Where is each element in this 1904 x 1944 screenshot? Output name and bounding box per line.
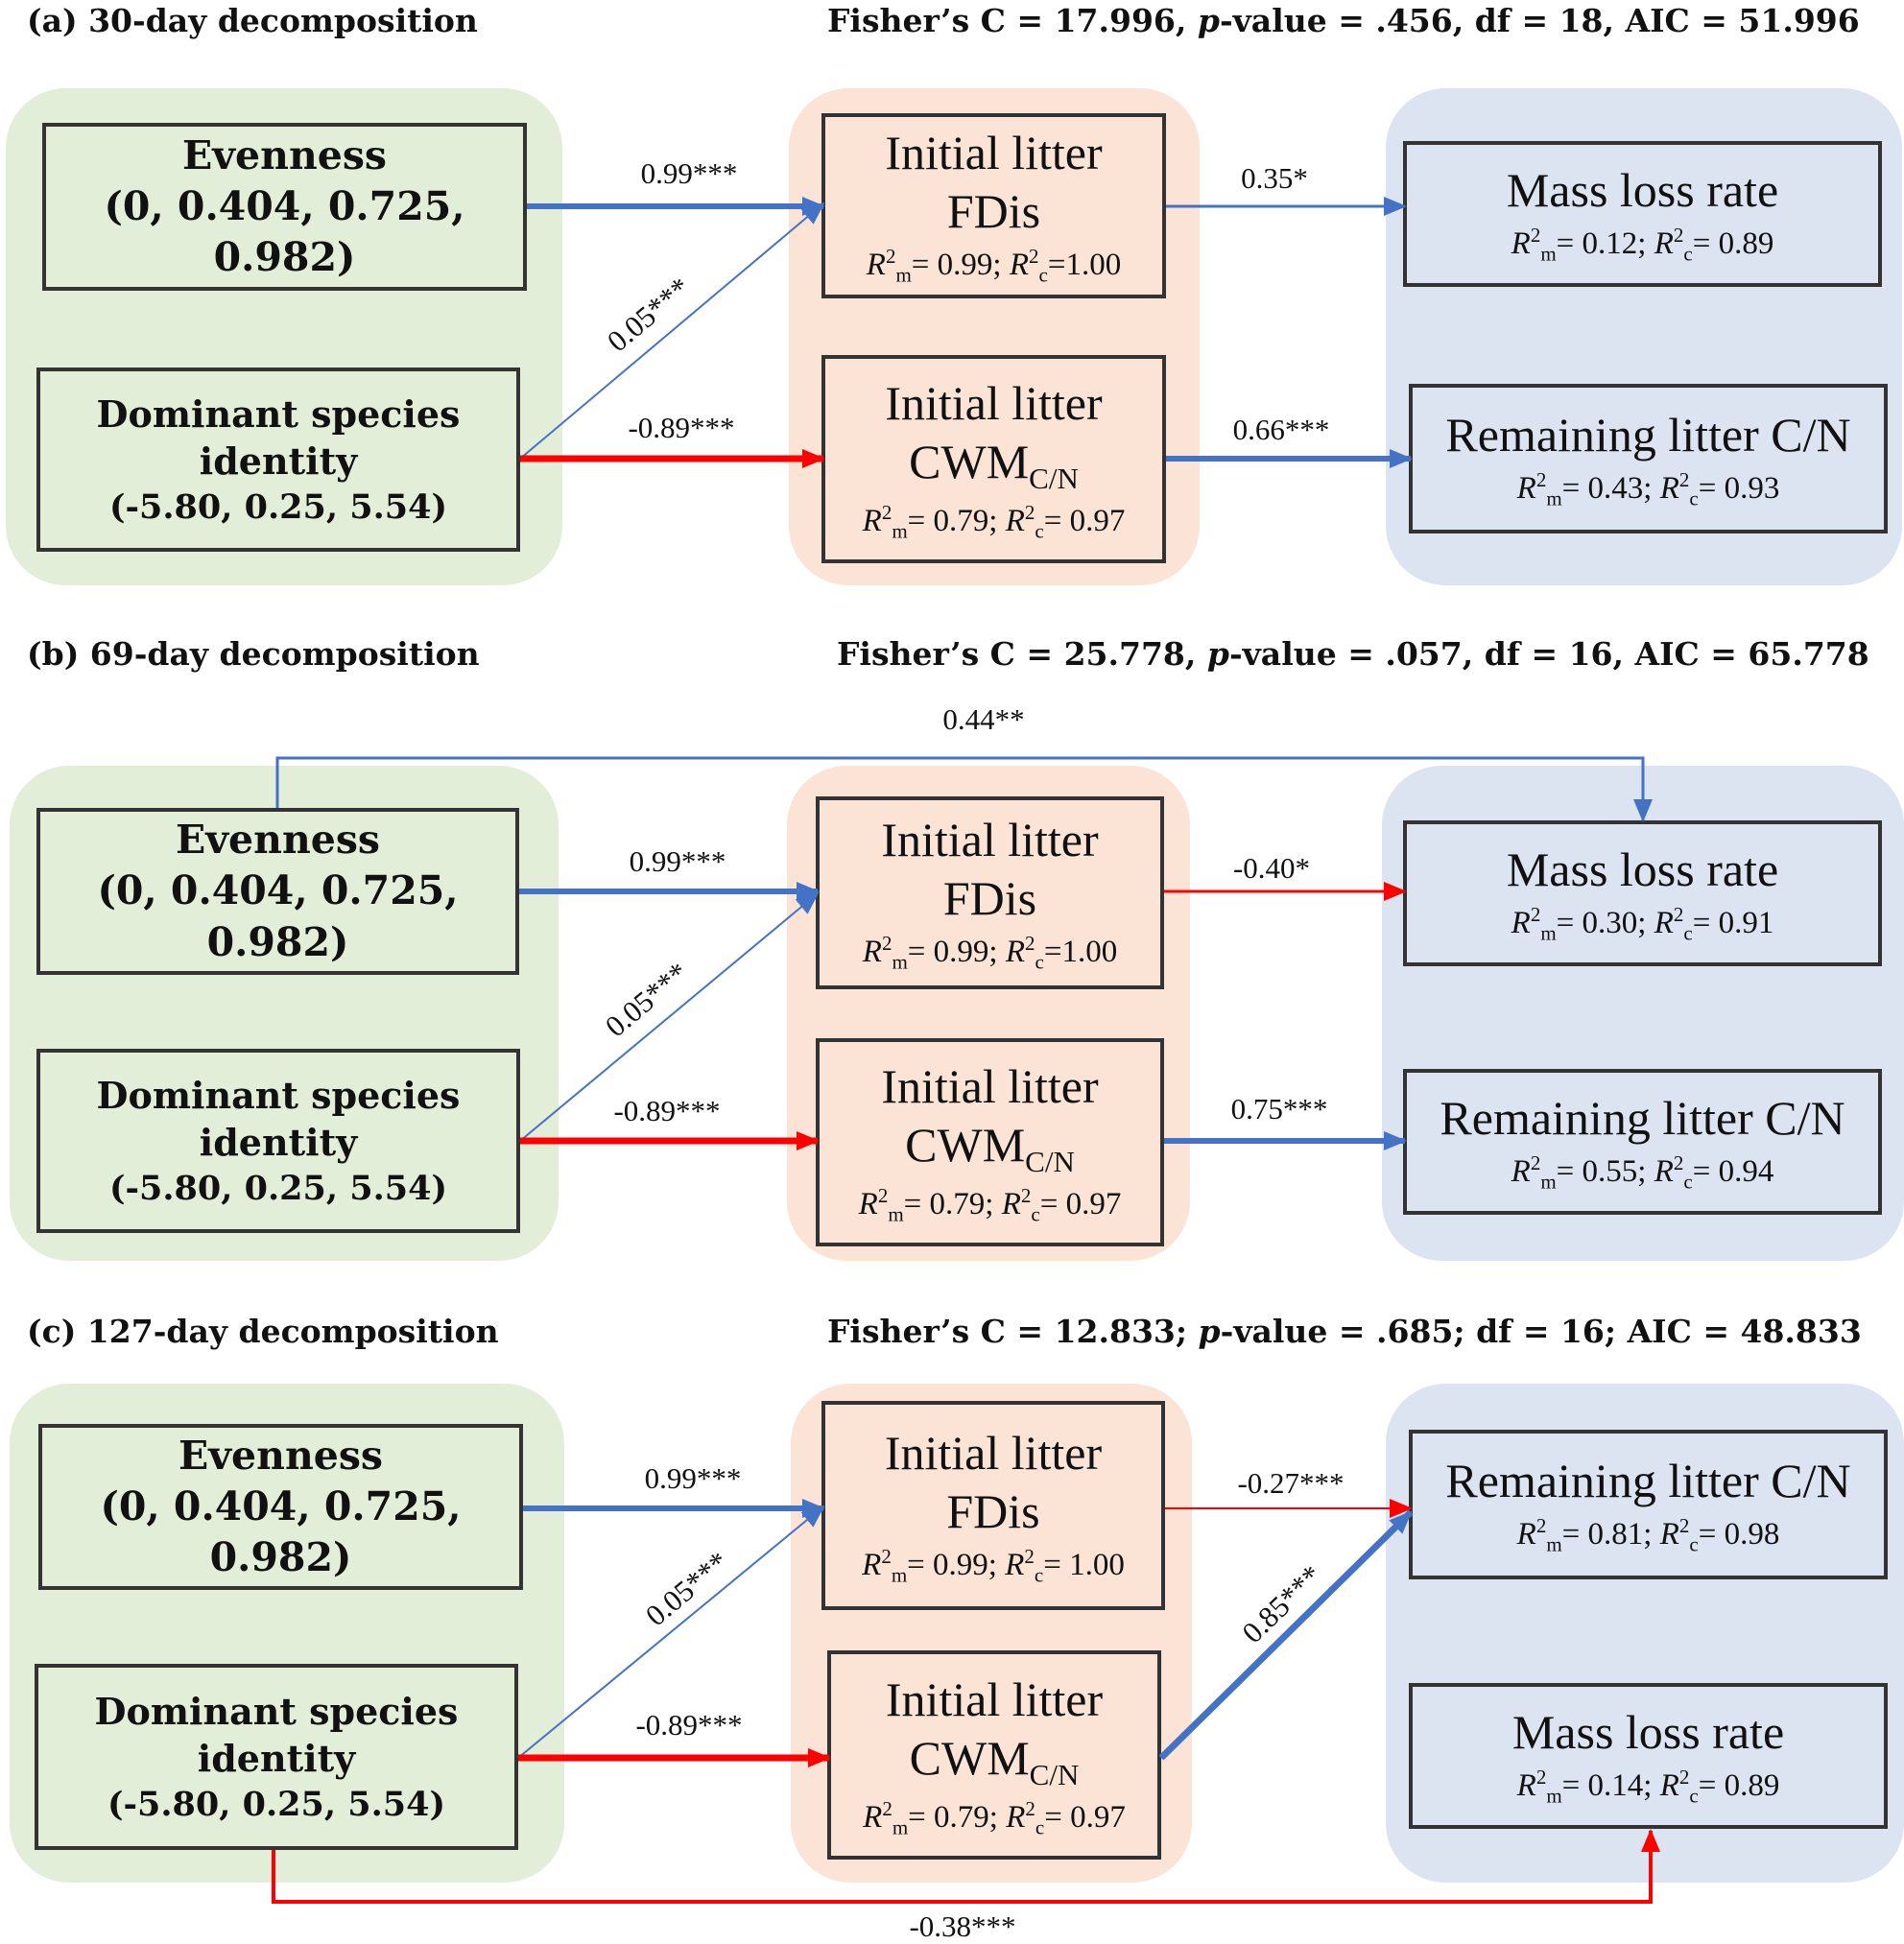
remaining-cn-label: Remaining litter C/N: [1445, 408, 1851, 462]
coef-b-evenness-fdis: 0.99***: [629, 844, 726, 878]
mass-loss-r2: R2m= 0.14; R2c= 0.89: [1516, 1766, 1780, 1808]
fdis-r2: R2m= 0.99; R2c= 1.00: [862, 1544, 1125, 1587]
cwm-label: CWMC/N: [909, 435, 1079, 496]
coef-a-fdis-massloss: 0.35*: [1241, 161, 1308, 195]
panel-a-mass-loss-box: Mass loss rate R2m= 0.12; R2c= 0.89: [1403, 141, 1882, 287]
fdis-r2: R2m= 0.99; R2c=1.00: [862, 932, 1118, 974]
fdis-label: FDis: [946, 1483, 1040, 1538]
path-a-dominant-fdis: [519, 202, 825, 460]
coef-b-evenness-massloss: 0.44**: [942, 702, 1025, 736]
cwm-label: CWMC/N: [909, 1730, 1080, 1791]
panel-b-fdis-box: Initial litter FDis R2m= 0.99; R2c=1.00: [816, 796, 1164, 989]
panel-a-dominant-box: Dominant species identity (-5.80, 0.25, …: [36, 367, 520, 552]
coef-a-evenness-fdis: 0.99***: [640, 156, 738, 190]
dominant-label-line2: identity: [197, 1737, 356, 1781]
coef-a-dominant-cwm: -0.89***: [628, 411, 735, 444]
panel-b-mass-loss-box: Mass loss rate R2m= 0.30; R2c= 0.91: [1403, 820, 1882, 966]
panel-c-fit-stats: Fisher’s C = 12.833; p-value = .685; df …: [827, 1313, 1862, 1350]
evenness-label: Evenness: [178, 1432, 384, 1479]
panel-c-title: (c) 127-day decomposition: [27, 1313, 499, 1350]
mass-loss-label: Mass loss rate: [1506, 163, 1779, 218]
panel-c-mass-loss-box: Mass loss rate R2m= 0.14; R2c= 0.89: [1409, 1683, 1888, 1829]
coef-b-dominant-cwm: -0.89***: [613, 1094, 721, 1127]
dominant-values: (-5.80, 0.25, 5.54): [108, 486, 448, 527]
panel-b-title: (b) 69-day decomposition: [27, 635, 480, 673]
initial-litter-label: Initial litter: [884, 1425, 1103, 1480]
initial-litter-label: Initial litter: [881, 813, 1099, 867]
initial-litter-label: Initial litter: [881, 1059, 1099, 1114]
mass-loss-label: Mass loss rate: [1511, 1705, 1785, 1760]
fdis-label: FDis: [942, 871, 1037, 926]
panel-c-fdis-box: Initial litter FDis R2m= 0.99; R2c= 1.00: [821, 1401, 1165, 1610]
panel-c-cwm-box: Initial litter CWMC/N R2m= 0.79; R2c= 0.…: [827, 1650, 1161, 1860]
panel-c-evenness-box: Evenness (0, 0.404, 0.725, 0.982): [38, 1424, 523, 1590]
panel-a-remaining-cn-box: Remaining litter C/N R2m= 0.43; R2c= 0.9…: [1409, 384, 1888, 533]
panel-a-cwm-box: Initial litter CWMC/N R2m= 0.79; R2c= 0.…: [821, 355, 1166, 563]
dominant-label-line1: Dominant species: [96, 1073, 461, 1117]
panel-b-fit-stats: Fisher’s C = 25.778, p-value = .057, df …: [837, 635, 1869, 673]
initial-litter-label: Initial litter: [885, 126, 1103, 180]
coef-c-evenness-fdis: 0.99***: [644, 1461, 742, 1495]
coef-b-cwm-remainingcn: 0.75***: [1230, 1092, 1328, 1126]
path-b-dominant-fdis: [519, 891, 820, 1142]
panel-a-title: (a) 30-day decomposition: [27, 2, 478, 39]
coef-c-fdis-remainingcn: -0.27***: [1237, 1466, 1345, 1500]
dominant-label-line2: identity: [199, 439, 358, 484]
cwm-r2: R2m= 0.79; R2c= 0.97: [862, 501, 1126, 543]
coef-c-dominant-massloss: -0.38***: [909, 1909, 1016, 1943]
remaining-cn-r2: R2m= 0.43; R2c= 0.93: [1516, 468, 1780, 510]
remaining-cn-label: Remaining litter C/N: [1440, 1091, 1845, 1146]
evenness-values: (0, 0.404, 0.725, 0.982): [104, 182, 465, 281]
path-c-cwm-remainingcn: [1158, 1509, 1414, 1761]
evenness-values: (0, 0.404, 0.725, 0.982): [100, 1482, 462, 1581]
panel-a-fit-stats: Fisher’s C = 17.996, p-value = .456, df …: [827, 2, 1860, 39]
evenness-label: Evenness: [175, 817, 381, 864]
coef-a-cwm-remainingcn: 0.66***: [1232, 413, 1330, 446]
dominant-values: (-5.80, 0.25, 5.54): [107, 1784, 446, 1824]
panel-b-cwm-box: Initial litter CWMC/N R2m= 0.79; R2c= 0.…: [816, 1038, 1164, 1246]
remaining-cn-r2: R2m= 0.55; R2c= 0.94: [1511, 1151, 1774, 1194]
path-b-evenness-massloss: [275, 756, 1653, 822]
fdis-label: FDis: [946, 184, 1041, 239]
fdis-r2: R2m= 0.99; R2c=1.00: [866, 245, 1122, 287]
cwm-r2: R2m= 0.79; R2c= 0.97: [863, 1796, 1126, 1839]
initial-litter-label: Initial litter: [885, 1671, 1104, 1726]
remaining-cn-label: Remaining litter C/N: [1445, 1454, 1851, 1508]
coef-c-dominant-cwm: -0.89***: [635, 1708, 743, 1742]
dominant-label-line2: identity: [199, 1121, 358, 1165]
panel-c-remaining-cn-box: Remaining litter C/N R2m= 0.81; R2c= 0.9…: [1409, 1430, 1888, 1579]
mass-loss-r2: R2m= 0.30; R2c= 0.91: [1511, 903, 1774, 945]
panel-c-dominant-box: Dominant species identity (-5.80, 0.25, …: [35, 1664, 518, 1850]
panel-a-evenness-box: Evenness (0, 0.404, 0.725, 0.982): [42, 123, 527, 291]
cwm-r2: R2m= 0.79; R2c= 0.97: [858, 1184, 1122, 1226]
initial-litter-label: Initial litter: [885, 376, 1103, 431]
dominant-label-line1: Dominant species: [96, 391, 461, 436]
dominant-values: (-5.80, 0.25, 5.54): [108, 1168, 448, 1208]
cwm-label: CWMC/N: [905, 1118, 1075, 1179]
path-c-dominant-massloss: [272, 1829, 1660, 1904]
panel-b-dominant-box: Dominant species identity (-5.80, 0.25, …: [36, 1049, 520, 1233]
remaining-cn-r2: R2m= 0.81; R2c= 0.98: [1516, 1514, 1780, 1556]
path-c-dominant-fdis: [517, 1505, 825, 1759]
dominant-label-line1: Dominant species: [94, 1689, 459, 1733]
mass-loss-r2: R2m= 0.12; R2c= 0.89: [1511, 224, 1774, 266]
coef-b-fdis-massloss: -0.40*: [1232, 851, 1311, 885]
panel-b-evenness-box: Evenness (0, 0.404, 0.725, 0.982): [36, 808, 519, 975]
evenness-label: Evenness: [181, 131, 388, 178]
mass-loss-label: Mass loss rate: [1506, 842, 1779, 897]
panel-b-remaining-cn-box: Remaining litter C/N R2m= 0.55; R2c= 0.9…: [1403, 1069, 1882, 1215]
evenness-values: (0, 0.404, 0.725, 0.982): [97, 867, 459, 965]
